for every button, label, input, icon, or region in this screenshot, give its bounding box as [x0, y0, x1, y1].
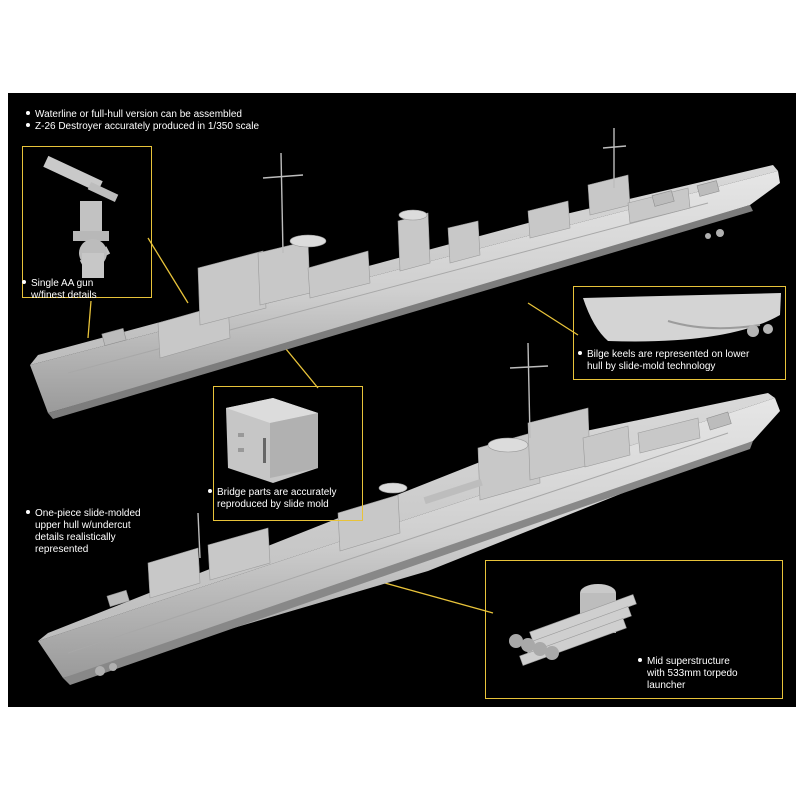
product-feature-panel: Waterline or full-hull version can be as…	[8, 93, 796, 707]
bridge-callout-frame	[213, 386, 363, 521]
bilge-keel-callout-frame	[573, 286, 786, 380]
bilge-keel-detail-image	[583, 293, 781, 342]
torpedo-caption: Mid superstructure with 533mm torpedo la…	[638, 656, 738, 692]
upper-hull-caption: One-piece slide-molded upper hull w/unde…	[26, 508, 141, 556]
aa-gun-detail-image	[43, 155, 119, 278]
bridge-part-detail-image	[226, 398, 318, 483]
feature-item: Waterline or full-hull version can be as…	[26, 109, 259, 121]
destroyer-model-bottom	[38, 342, 780, 685]
ship-artwork	[30, 128, 781, 685]
torpedo-callout-frame	[485, 560, 783, 699]
aa-gun-callout-frame	[22, 146, 152, 298]
bridge-caption: Bridge parts are accurately reproduced b…	[208, 487, 337, 511]
bilge-keel-caption: Bilge keels are represented on lower hul…	[578, 349, 749, 373]
feature-list: Waterline or full-hull version can be as…	[26, 109, 259, 133]
torpedo-launcher-detail-image	[509, 584, 637, 666]
aa-gun-caption: Single AA gun w/finest details	[22, 278, 97, 302]
destroyer-model-top	[30, 128, 780, 419]
feature-item: Z-26 Destroyer accurately produced in 1/…	[26, 121, 259, 133]
